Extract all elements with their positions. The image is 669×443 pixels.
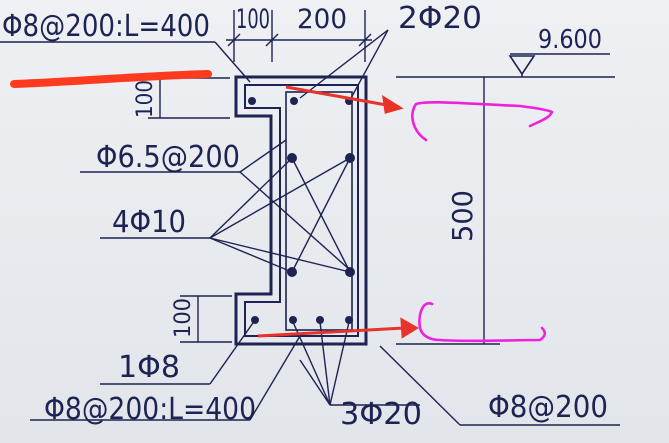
- red-highlight-stroke: [10, 70, 212, 88]
- stirrup-outline: [244, 84, 359, 337]
- dim-500: 500: [446, 190, 479, 242]
- label-top-bars: 2Φ20: [398, 1, 482, 36]
- label-stirrup-main: Φ6.5@200: [96, 140, 240, 175]
- label-bottom-left-stirrup: Φ8@200:L=400: [44, 392, 256, 427]
- dimension-lines: [148, 10, 615, 345]
- red-arrow-bottom: [257, 317, 419, 339]
- leader-lines: [0, 29, 620, 426]
- red-arrow-top: [285, 85, 404, 114]
- dim-100-top: 100: [236, 4, 270, 35]
- label-single-bar: 1Φ8: [118, 350, 180, 385]
- dim-200-top: 200: [297, 4, 347, 35]
- rebar-dots: [248, 97, 355, 324]
- label-bottom-right-stirrup: Φ8@200: [488, 390, 608, 425]
- label-elevation: 9.600: [538, 25, 602, 55]
- dim-100-left-bottom: 100: [171, 298, 196, 338]
- label-bottom-bars: 3Φ20: [340, 397, 422, 432]
- magenta-hook-sketch-bottom: [418, 302, 547, 343]
- label-top-left-stirrup: Φ8@200:L=400: [2, 9, 210, 44]
- magenta-hook-sketch-top: [411, 101, 554, 142]
- elevation-marker: [508, 53, 610, 77]
- dim-100-left-top: 100: [133, 80, 158, 118]
- label-side-bars: 4Φ10: [112, 205, 186, 240]
- section-outline: [234, 75, 368, 346]
